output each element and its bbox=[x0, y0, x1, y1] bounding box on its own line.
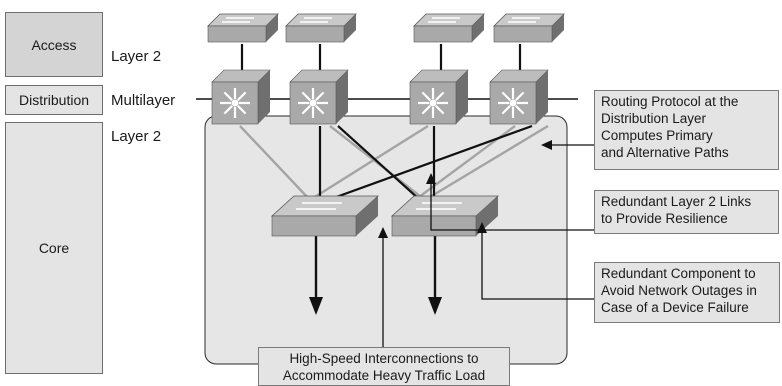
callout-line: Distribution Layer bbox=[601, 111, 707, 126]
callout-leader-links bbox=[430, 184, 594, 231]
arrowhead bbox=[541, 140, 552, 150]
redundant-link bbox=[239, 125, 311, 201]
callout-line: Redundant Component to bbox=[601, 266, 756, 281]
callout-line: to Provide Resilience bbox=[601, 211, 728, 226]
redundant-link bbox=[309, 124, 429, 202]
core-switch bbox=[270, 195, 380, 237]
redundant-links-callout: Redundant Layer 2 Links to Provide Resil… bbox=[594, 190, 779, 234]
arrowhead bbox=[426, 173, 436, 184]
interconnect-callout: High-Speed Interconnections to Accommoda… bbox=[258, 347, 510, 386]
multilayer-label: Multilayer bbox=[111, 92, 176, 109]
routing-protocol-callout: Routing Protocol at the Distribution Lay… bbox=[594, 90, 779, 170]
callout-line: Computes Primary bbox=[601, 128, 713, 143]
arrowhead bbox=[378, 227, 388, 238]
core-switch bbox=[390, 195, 500, 237]
access-switch bbox=[493, 13, 565, 43]
downlink-arrowhead bbox=[428, 297, 442, 315]
layer2-bottom-label: Layer 2 bbox=[111, 128, 162, 145]
core-layer-box: Core bbox=[5, 122, 103, 374]
multilayer-switch bbox=[489, 69, 549, 125]
downlink-arrowhead bbox=[309, 297, 323, 315]
callout-line: Avoid Network Outages in bbox=[601, 283, 757, 298]
callout-line: Routing Protocol at the bbox=[601, 94, 739, 109]
distribution-layer-box: Distribution bbox=[5, 85, 103, 115]
access-switch bbox=[413, 13, 485, 43]
multilayer-switch bbox=[211, 69, 271, 125]
distribution-label: Distribution bbox=[18, 92, 90, 108]
multilayer-switch bbox=[409, 69, 469, 125]
access-switch bbox=[285, 13, 357, 43]
redundant-component-callout: Redundant Component to Avoid Network Out… bbox=[594, 262, 780, 323]
access-label: Access bbox=[31, 36, 77, 53]
access-switch bbox=[207, 13, 279, 43]
callout-line: and Alternative Paths bbox=[601, 145, 729, 160]
arrowhead bbox=[477, 222, 487, 233]
layer2-top-label: Layer 2 bbox=[111, 48, 162, 65]
callout-line: High-Speed Interconnections to bbox=[289, 351, 479, 366]
callout-line: Accommodate Heavy Traffic Load bbox=[282, 368, 486, 383]
callout-line: Case of a Device Failure bbox=[601, 300, 749, 315]
callout-leader-component bbox=[481, 233, 594, 300]
primary-link bbox=[327, 124, 533, 202]
primary-link bbox=[337, 125, 421, 201]
access-layer-box: Access bbox=[5, 12, 103, 77]
callout-line: Redundant Layer 2 Links bbox=[601, 194, 752, 209]
multilayer-switch bbox=[289, 69, 349, 125]
redundant-link bbox=[424, 124, 549, 202]
core-label: Core bbox=[38, 240, 70, 256]
